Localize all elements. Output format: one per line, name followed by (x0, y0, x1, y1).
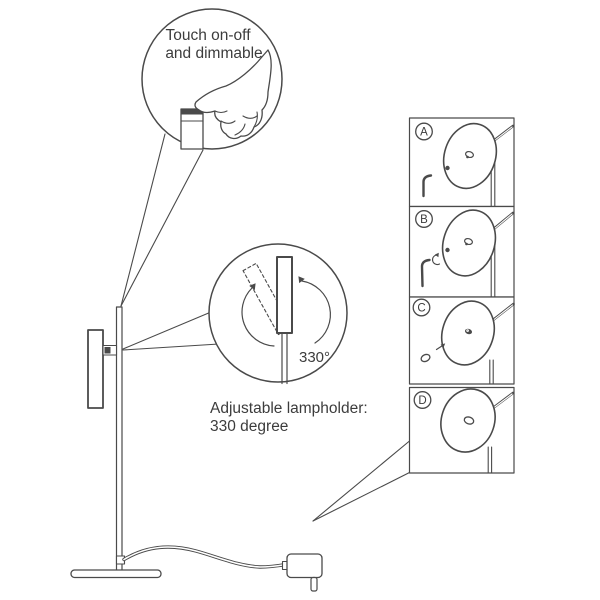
turn-arrow-icon (431, 254, 441, 266)
callout-line (122, 343, 220, 351)
step-panel-a: A (408, 117, 515, 208)
callout-line (312, 471, 411, 522)
callout-line (122, 311, 212, 350)
rotation-callout-leaders (122, 311, 220, 351)
floor-lamp (70, 306, 323, 592)
lamp-arm-highlight (491, 393, 513, 410)
rotation-arc-right (301, 280, 332, 344)
touch-callout-leaders (120, 133, 204, 307)
bracket-knob (104, 347, 111, 354)
step-badge (412, 298, 431, 317)
callout-line (120, 133, 166, 307)
thumb-line (242, 115, 258, 119)
lampholder-bar (276, 256, 293, 334)
rotation-arrows-icon (241, 276, 332, 347)
screw-icon (445, 247, 450, 253)
caption-line1: Adjustable lampholder: (210, 400, 368, 417)
callout-line (312, 440, 411, 522)
step-label: B (420, 214, 428, 226)
step-label: A (420, 127, 428, 139)
dimmer-top-band (181, 109, 203, 115)
arrowhead (249, 283, 256, 291)
assembly-panel-leaders (312, 440, 411, 522)
caption-line2: 330 degree (210, 418, 288, 435)
hub-highlight (466, 329, 469, 332)
finger-line (220, 120, 236, 124)
step-badge (415, 122, 433, 141)
hub-dot (466, 155, 469, 159)
rotation-caption: Adjustable lampholder: 330 degree (210, 400, 368, 435)
arrow-line (435, 345, 443, 351)
adapter-body (286, 553, 323, 579)
lamp-arm-highlight (493, 213, 513, 230)
power-adapter-icon (281, 553, 323, 592)
allen-key-icon (420, 258, 431, 288)
arrowhead (434, 252, 439, 258)
step-label: C (417, 303, 425, 315)
touch-callout-text-line2: and dimmable (165, 45, 262, 62)
step-panel-d: D (408, 386, 515, 474)
knuckle-line (214, 110, 228, 114)
dimmer-body (180, 108, 204, 150)
angle-label: 330° (299, 349, 330, 366)
hand-icon (194, 49, 272, 140)
finger-line (234, 123, 246, 136)
arrowhead (440, 343, 446, 348)
lamp-arm-highlight (493, 304, 514, 321)
step-badge (415, 210, 433, 228)
hub-dot (465, 242, 468, 246)
adapter-prong (310, 576, 318, 592)
step-badge (413, 391, 432, 409)
touch-callout-text-line1: Touch on-off (165, 27, 251, 44)
allen-key-icon (422, 174, 433, 198)
step-panel-b: B (408, 205, 515, 298)
shade-hole (463, 416, 475, 425)
washer-icon (420, 353, 431, 363)
step-label: D (418, 395, 426, 407)
rotation-arc-left (241, 287, 275, 347)
rotation-callout: 330° (208, 243, 348, 385)
step-panel-c: C (408, 296, 515, 385)
lamp-arm-highlight (492, 126, 513, 143)
finger-line (253, 111, 258, 128)
callout-line (120, 149, 204, 307)
hand-outline (194, 49, 272, 140)
screw-icon (445, 165, 450, 171)
assembly-panel: A B (408, 117, 515, 474)
touch-callout: Touch on-off and dimmable (141, 8, 283, 150)
power-cord-highlight (123, 546, 287, 568)
lamp-base (70, 569, 162, 579)
arrowhead (298, 276, 305, 284)
lamp-pole (115, 306, 123, 572)
lamp-head (87, 329, 104, 409)
touch-dimmer-icon (180, 108, 204, 150)
